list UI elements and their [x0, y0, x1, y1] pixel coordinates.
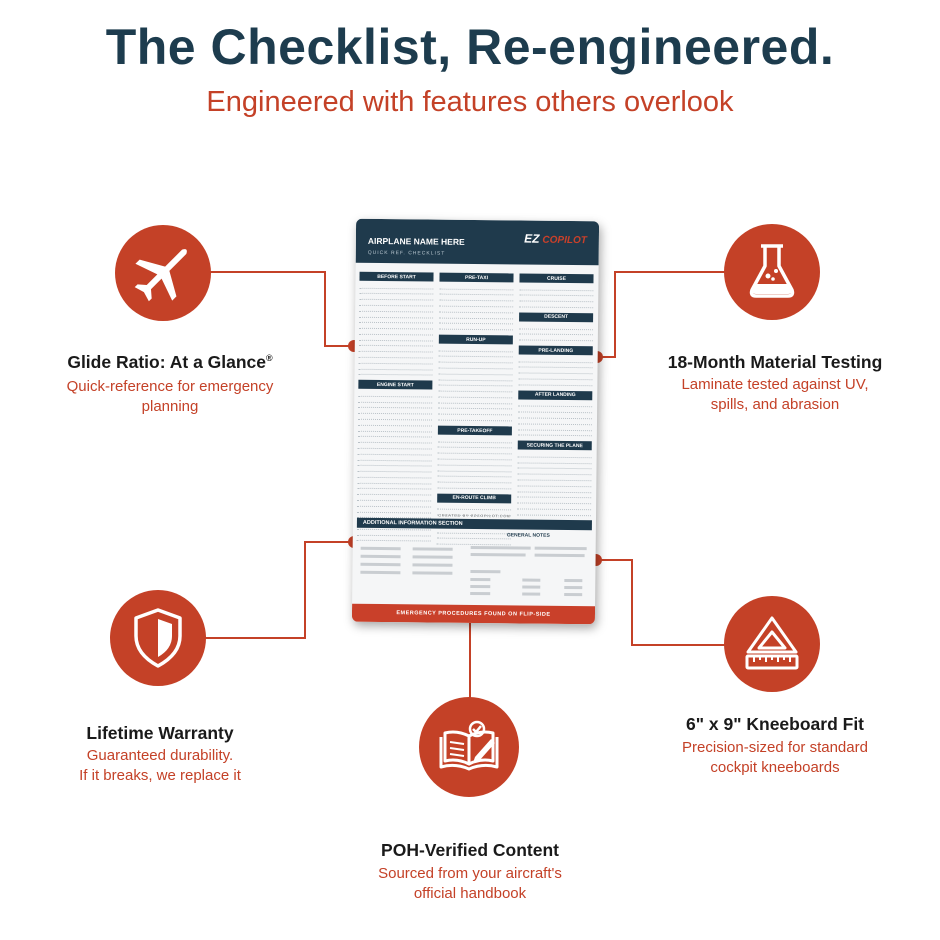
card-checklist-row	[436, 539, 511, 546]
page-subtitle: Engineered with features others overlook	[206, 86, 734, 118]
card-section: BEFORE START	[358, 271, 434, 376]
card-column-right: CRUISE DESCENT PRE-LANDING AFTER LANDING SEC…	[516, 268, 594, 528]
open-book-icon	[439, 720, 499, 771]
card-airplane-name: AIRPLANE NAME HERE	[367, 235, 465, 247]
card-footer: EMERGENCY PROCEDURES FOUND ON FLIP-SIDE	[351, 603, 596, 625]
feature-desc-material: Laminate tested against UV,spills, and a…	[681, 376, 869, 413]
card-checklist-row	[519, 301, 594, 309]
card-general-notes: GENERAL NOTES	[506, 532, 550, 539]
card-header: AIRPLANE NAME HERE QUICK REF. CHECKLIST …	[355, 218, 600, 266]
card-section-title: BEFORE START	[359, 271, 434, 282]
feature-desc-warranty: Guaranteed durability.If it breaks, we r…	[79, 747, 241, 784]
flask-icon	[749, 244, 795, 298]
card-vspeed-row	[412, 571, 453, 575]
feature-title-kneeboard: 6" x 9" Kneeboard Fit	[685, 714, 865, 734]
card-subtitle: QUICK REF. CHECKLIST	[367, 249, 446, 257]
ruler-triangle-icon	[745, 616, 799, 670]
card-vspeed-row	[360, 562, 401, 567]
kneeboard-fit-badge	[724, 596, 820, 692]
card-column-left: BEFORE START ENGINE START	[356, 267, 434, 542]
card-section-title: PRE-TAKEOFF	[437, 425, 512, 436]
card-vspeed-row	[412, 547, 453, 551]
card-section: RUN-UP	[438, 334, 513, 422]
card-section-title: ENGINE START	[358, 380, 433, 390]
poh-verified-badge	[419, 697, 519, 797]
feature-title-material: 18-Month Material Testing	[667, 352, 883, 372]
card-note-row	[470, 545, 531, 550]
material-testing-badge	[724, 224, 820, 320]
card-section-title: SECURING THE PLANE	[517, 440, 592, 451]
card-cruise-row	[470, 584, 491, 589]
card-cruise-row	[522, 578, 541, 582]
card-section-title: PRE-TAXI	[439, 272, 514, 283]
card-vspeed-row	[412, 555, 453, 559]
feature-title-glide: Glide Ratio: At a Glance®	[67, 352, 273, 372]
card-vspeed-row	[360, 554, 401, 559]
connector-warranty	[205, 541, 354, 639]
card-cruise-row	[470, 577, 491, 582]
feature-title-warranty: Lifetime Warranty	[86, 723, 234, 743]
card-section-title: DESCENT	[519, 312, 594, 323]
checklist-card: AIRPLANE NAME HERE QUICK REF. CHECKLIST …	[351, 218, 600, 625]
card-section-title: RUN-UP	[438, 334, 513, 345]
card-cruise-row	[522, 592, 541, 596]
card-section-title: CRUISE	[519, 273, 594, 284]
card-note-row	[534, 553, 585, 558]
connector-material	[597, 271, 737, 358]
glide-ratio-badge	[115, 225, 211, 321]
connector-kneeboard	[596, 559, 737, 646]
card-checklist-row	[438, 415, 513, 422]
connector-glide	[193, 271, 354, 347]
card-checklist-row	[518, 379, 593, 387]
card-vspeed-row	[412, 563, 453, 567]
card-cruise-row	[564, 592, 583, 597]
airplane-icon	[134, 249, 187, 302]
page-title: The Checklist, Re-engineered.	[105, 19, 835, 75]
shield-icon	[134, 608, 182, 668]
warranty-badge	[110, 590, 206, 686]
card-cruise-row	[564, 585, 583, 590]
card-section-title: PRE-LANDING	[518, 345, 593, 356]
card-cruise-row	[564, 578, 583, 583]
card-cruise-row	[522, 585, 541, 589]
card-checklist-row	[358, 369, 433, 376]
feature-title-poh: POH-Verified Content	[381, 840, 559, 860]
card-section-title: AFTER LANDING	[518, 390, 593, 401]
card-section: PRE-TAXI	[438, 272, 514, 331]
card-section-title: EN-ROUTE CLIMB	[437, 493, 512, 504]
card-checklist-row	[438, 324, 514, 331]
card-section: AFTER LANDING	[517, 390, 593, 437]
card-cruise-row	[470, 591, 491, 596]
card-column-middle: PRE-TAXI RUN-UP PRE-TAKEOFF EN-ROUTE CLIMB	[436, 268, 514, 546]
card-checklist-row	[437, 482, 512, 490]
card-checklist-row	[356, 535, 431, 542]
card-section: CRUISE	[519, 273, 594, 309]
card-note-row	[534, 546, 587, 551]
card-vspeed-row	[360, 570, 401, 575]
card-cruise-row	[470, 569, 501, 574]
card-checklist-row	[518, 334, 593, 342]
card-section: DESCENT	[518, 312, 594, 342]
card-section: PRE-TAKEOFF	[437, 425, 512, 490]
card-vspeed-row	[360, 546, 401, 551]
card-section: PRE-LANDING	[518, 345, 593, 387]
card-note-row	[470, 552, 526, 557]
card-checklist-row	[517, 430, 592, 437]
